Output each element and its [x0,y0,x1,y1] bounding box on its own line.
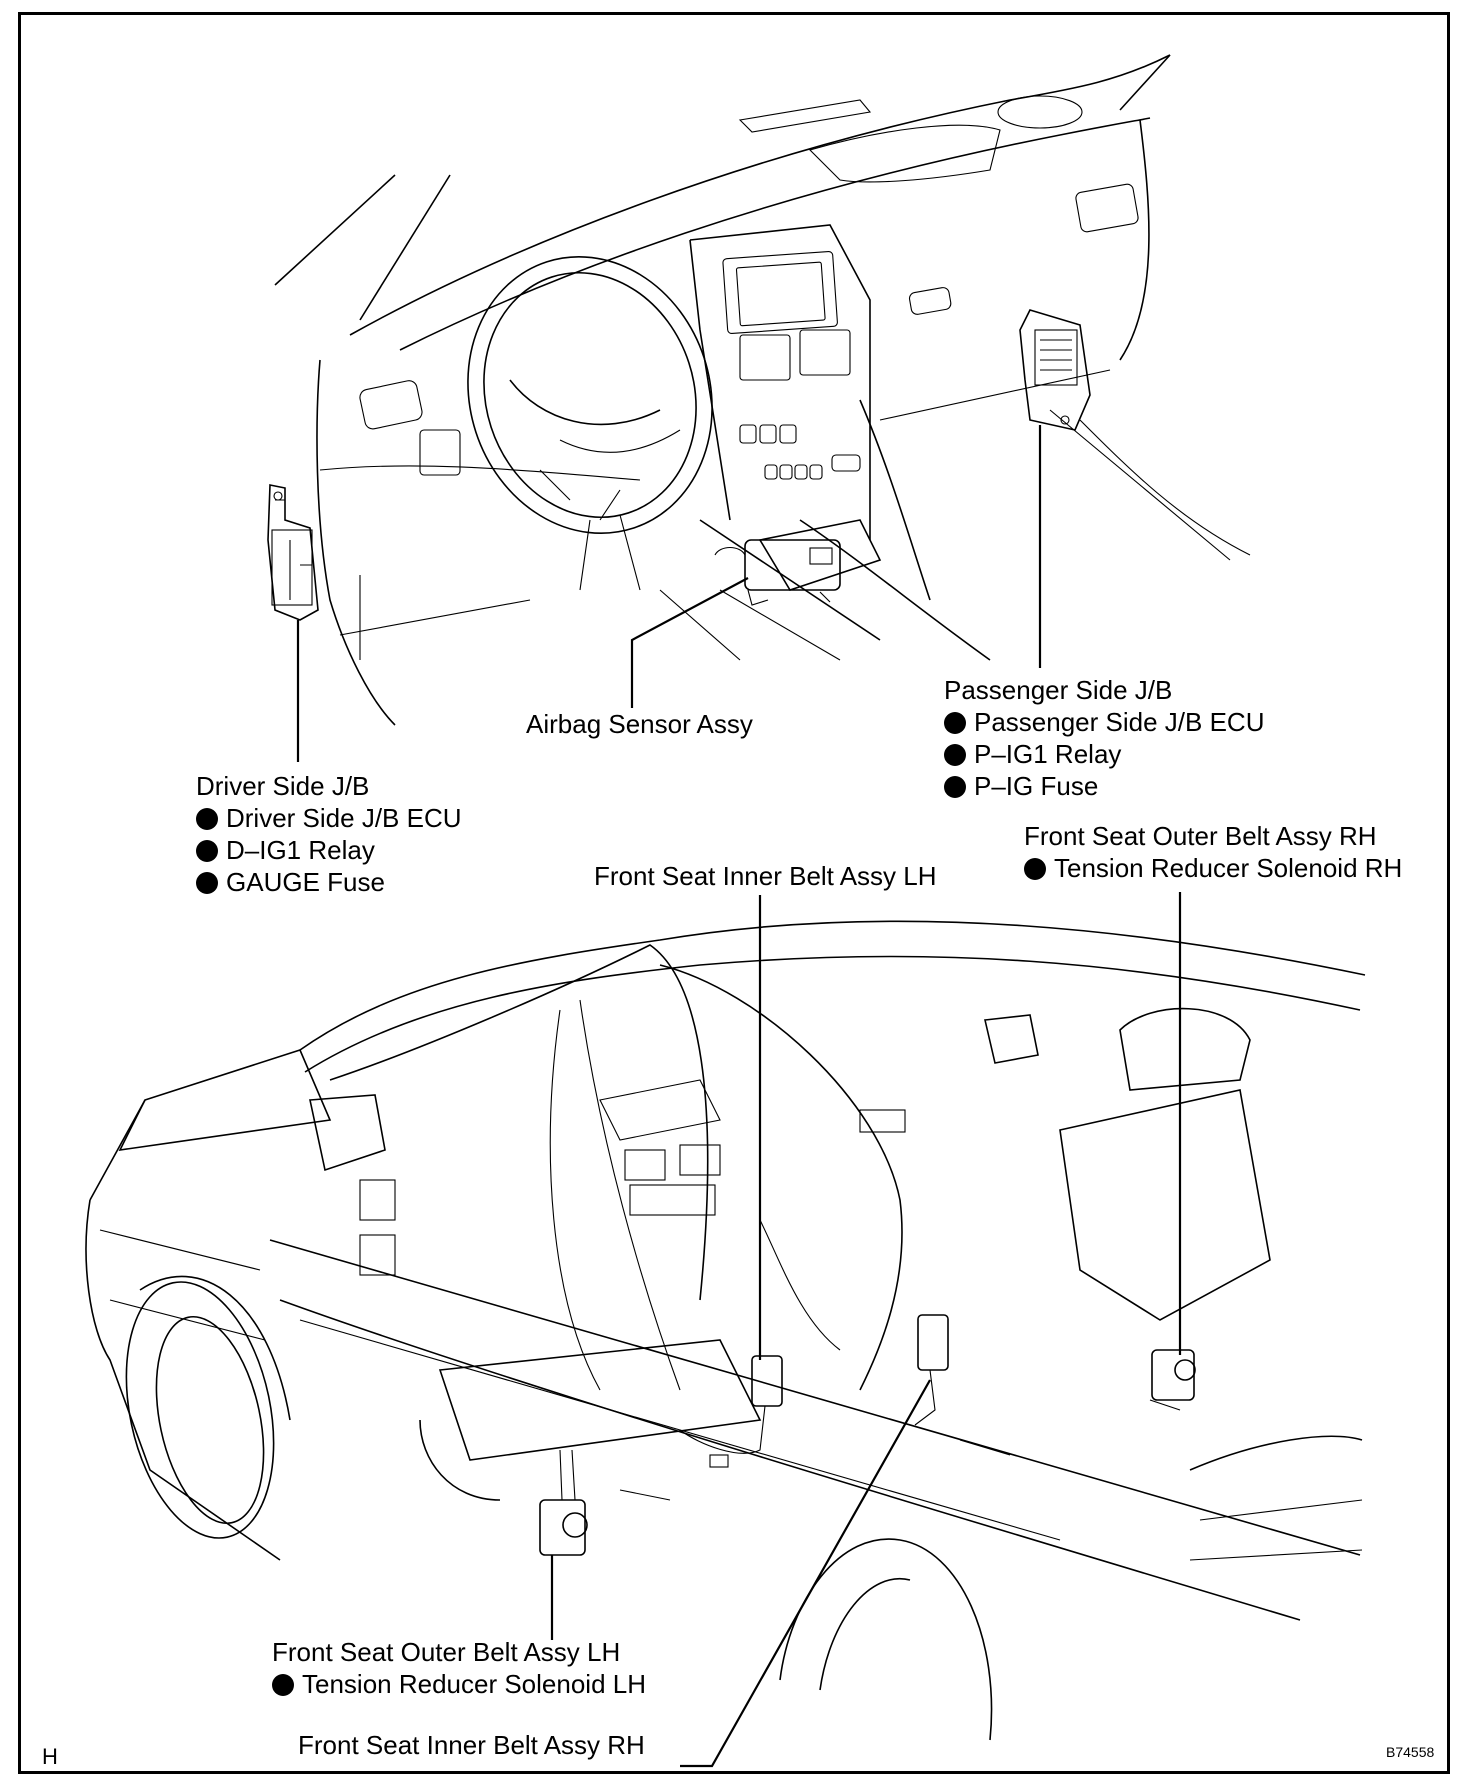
bullet-icon [944,776,966,798]
outer-belt-lh-illustration [539,1449,588,1556]
figure-code: B74558 [1386,1744,1435,1760]
inner-belt-rh-title: Front Seat Inner Belt Assy RH [298,1730,645,1760]
outer-belt-rh-callout: Front Seat Outer Belt Assy RH Tension Re… [1024,820,1402,884]
bullet-icon [196,808,218,830]
airbag-sensor-callout: Airbag Sensor Assy [526,708,753,740]
leader-lines [296,425,1182,1768]
passenger-side-jb-illustration [1019,309,1091,431]
driver-side-jb-illustration [267,484,319,621]
driver-side-jb-title: Driver Side J/B [196,771,370,801]
passenger-side-jb-item: Passenger Side J/B ECU [944,706,1264,738]
airbag-sensor-title: Airbag Sensor Assy [526,709,753,739]
driver-side-jb-item: D–IG1 Relay [196,834,462,866]
bullet-icon [1024,858,1046,880]
passenger-side-jb-title: Passenger Side J/B [944,675,1173,705]
driver-side-jb-item: GAUGE Fuse [196,866,462,898]
inner-belt-rh-illustration [914,1314,949,1426]
bullet-icon [272,1674,294,1696]
figure-frame [18,12,1450,1774]
outer-belt-lh-item: Tension Reducer Solenoid LH [272,1668,646,1700]
outer-belt-lh-title: Front Seat Outer Belt Assy LH [272,1637,621,1667]
driver-side-jb-callout: Driver Side J/B Driver Side J/B ECU D–IG… [196,770,462,898]
instrument-panel-illustration [267,54,1251,726]
bullet-icon [196,840,218,862]
driver-side-jb-item: Driver Side J/B ECU [196,802,462,834]
outer-belt-lh-callout: Front Seat Outer Belt Assy LH Tension Re… [272,1636,646,1700]
outer-belt-rh-illustration [1151,1349,1196,1401]
bullet-icon [944,712,966,734]
bullet-icon [196,872,218,894]
inner-belt-lh-title: Front Seat Inner Belt Assy LH [594,861,937,891]
outer-belt-rh-title: Front Seat Outer Belt Assy RH [1024,821,1377,851]
outer-belt-rh-item: Tension Reducer Solenoid RH [1024,852,1402,884]
passenger-side-jb-item: P–IG1 Relay [944,738,1264,770]
inner-belt-rh-callout: Front Seat Inner Belt Assy RH [298,1730,645,1760]
inner-belt-lh-callout: Front Seat Inner Belt Assy LH [594,860,937,892]
leader-airbag-sensor [630,577,749,708]
corner-mark: H [42,1744,58,1769]
inner-belt-lh-illustration [679,1355,783,1468]
bullet-icon [944,744,966,766]
passenger-side-jb-item: P–IG Fuse [944,770,1264,802]
leader-inner-belt-rh [680,1379,931,1768]
vehicle-cutaway-illustration [85,920,1366,1741]
passenger-side-jb-callout: Passenger Side J/B Passenger Side J/B EC… [944,674,1264,802]
